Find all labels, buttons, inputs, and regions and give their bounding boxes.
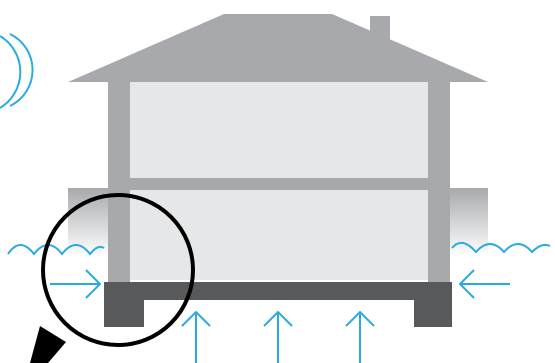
pressure-arrow-icon — [181, 310, 211, 363]
pressure-arrow-icon — [458, 269, 510, 299]
pressure-arrow-icon — [345, 310, 375, 363]
pressure-arrow-icon — [263, 310, 293, 363]
water-wave-icon — [451, 241, 551, 254]
wall-left — [108, 82, 130, 282]
wall-right — [428, 82, 450, 282]
interior-upper — [130, 82, 428, 178]
floor-divider — [130, 178, 428, 190]
roof — [68, 14, 488, 82]
pressure-arrow-icon — [50, 269, 102, 299]
interior-lower — [130, 190, 428, 280]
callout-circle-icon — [0, 33, 34, 109]
magnifier-icon — [30, 193, 195, 363]
water-wave-icon — [7, 244, 105, 256]
